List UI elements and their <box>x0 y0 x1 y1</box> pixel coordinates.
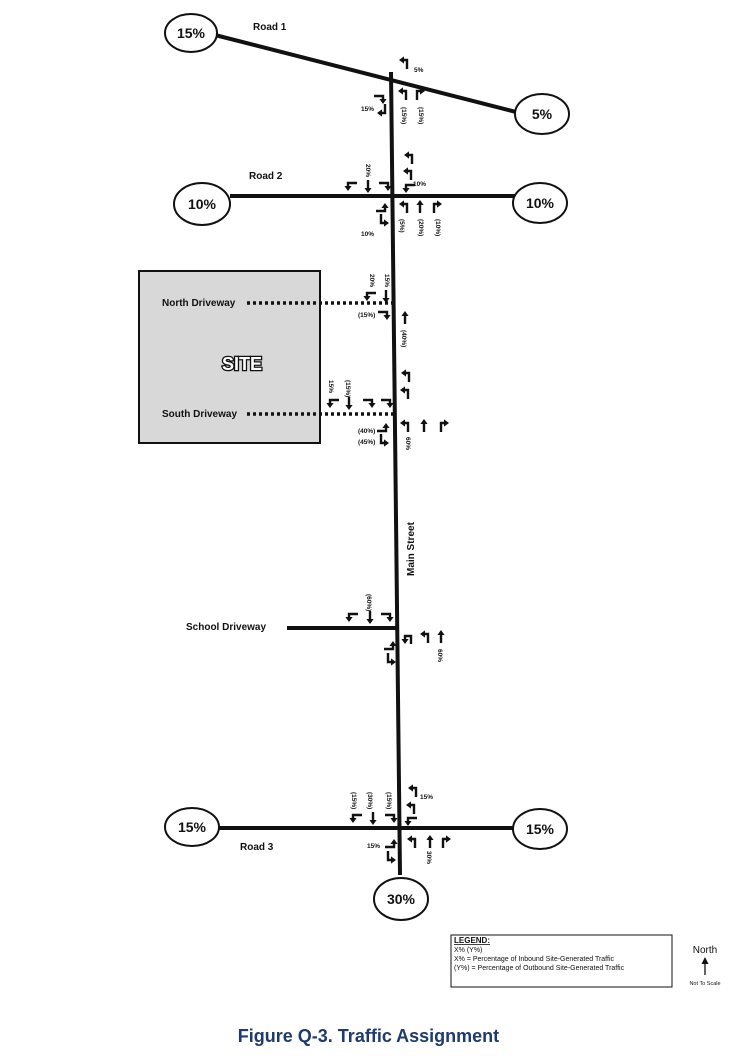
svg-text:15%: 15% <box>178 819 207 835</box>
traffic-assignment-diagram: SITE 15% 5% 10% 10% 15% 15% 30% Road 1 R… <box>138 13 721 988</box>
north-driveway-label: North Driveway <box>162 298 236 309</box>
svg-text:15%: 15% <box>526 821 555 837</box>
svg-text:5%: 5% <box>532 106 553 122</box>
svg-text:10%: 10% <box>413 181 426 188</box>
road-3-label: Road 3 <box>240 842 274 853</box>
scale-label: Not To Scale <box>689 981 720 987</box>
svg-text:15%: 15% <box>361 106 374 113</box>
ellipse-road3-west: 15% <box>164 807 220 847</box>
legend: LEGEND: X% (Y%) X% = Percentage of Inbou… <box>450 934 673 988</box>
svg-text:(60%): (60%) <box>365 594 372 611</box>
svg-text:10%: 10% <box>188 196 217 212</box>
svg-text:(5%): (5%) <box>398 219 405 233</box>
svg-text:60%: 60% <box>436 649 443 662</box>
svg-text:20%: 20% <box>368 274 375 287</box>
svg-text:(15%): (15%) <box>350 792 357 809</box>
ellipse-road2-west: 10% <box>173 182 231 226</box>
svg-text:5%: 5% <box>414 67 424 74</box>
main-street <box>389 71 402 876</box>
main-street-label: Main Street <box>406 521 417 576</box>
svg-text:(15%): (15%) <box>400 107 407 124</box>
svg-text:(15%): (15%) <box>385 792 392 809</box>
svg-text:LEGEND:: LEGEND: <box>454 936 490 945</box>
svg-text:60%: 60% <box>404 437 411 450</box>
svg-text:15%: 15% <box>383 274 390 287</box>
svg-text:10%: 10% <box>361 231 374 238</box>
svg-text:(40%): (40%) <box>358 428 375 435</box>
svg-text:30%: 30% <box>387 891 416 907</box>
svg-text:15%: 15% <box>420 794 433 801</box>
svg-text:X% (Y%): X% (Y%) <box>454 947 482 954</box>
svg-text:(Y%) = Percentage of Outbound: (Y%) = Percentage of Outbound Site-Gener… <box>454 965 625 972</box>
road-1-label: Road 1 <box>253 22 287 33</box>
school-driveway-label: School Driveway <box>186 622 266 633</box>
svg-text:X% = Percentage of Inbound Sit: X% = Percentage of Inbound Site-Generate… <box>454 956 614 963</box>
ellipse-road3-east: 15% <box>512 808 568 850</box>
north-label: North <box>693 945 717 956</box>
svg-text:(30%): (30%) <box>366 792 373 809</box>
ellipse-road1-west: 15% <box>164 13 218 53</box>
svg-text:(15%): (15%) <box>344 380 351 397</box>
svg-text:15%: 15% <box>327 380 334 393</box>
road-1 <box>214 33 521 115</box>
figure-caption: Figure Q-3. Traffic Assignment <box>237 1026 500 1046</box>
svg-text:(45%): (45%) <box>358 439 375 446</box>
svg-text:(15%): (15%) <box>358 312 375 319</box>
svg-text:15%: 15% <box>177 25 206 41</box>
road-2-label: Road 2 <box>249 171 283 182</box>
south-driveway-label: South Driveway <box>162 409 237 420</box>
svg-text:(20%): (20%) <box>417 219 424 236</box>
svg-text:(10%): (10%) <box>434 219 441 236</box>
ellipse-main-south: 30% <box>373 877 429 921</box>
percentage-labels: 5% 15% (15%) (15%) 20% 10% 10% (5%) (20%… <box>327 67 443 864</box>
svg-text:30%: 30% <box>425 851 432 864</box>
svg-text:(15%): (15%) <box>417 107 424 124</box>
svg-text:20%: 20% <box>364 164 371 177</box>
svg-text:(40%): (40%) <box>400 330 407 347</box>
svg-text:15%: 15% <box>367 843 380 850</box>
svg-text:10%: 10% <box>526 195 555 211</box>
site-label: SITE <box>222 354 262 374</box>
north-indicator: North Not To Scale <box>689 945 720 987</box>
ellipse-road1-east: 5% <box>514 93 570 135</box>
ellipse-road2-east: 10% <box>512 182 568 224</box>
turn-arrows <box>325 55 453 865</box>
